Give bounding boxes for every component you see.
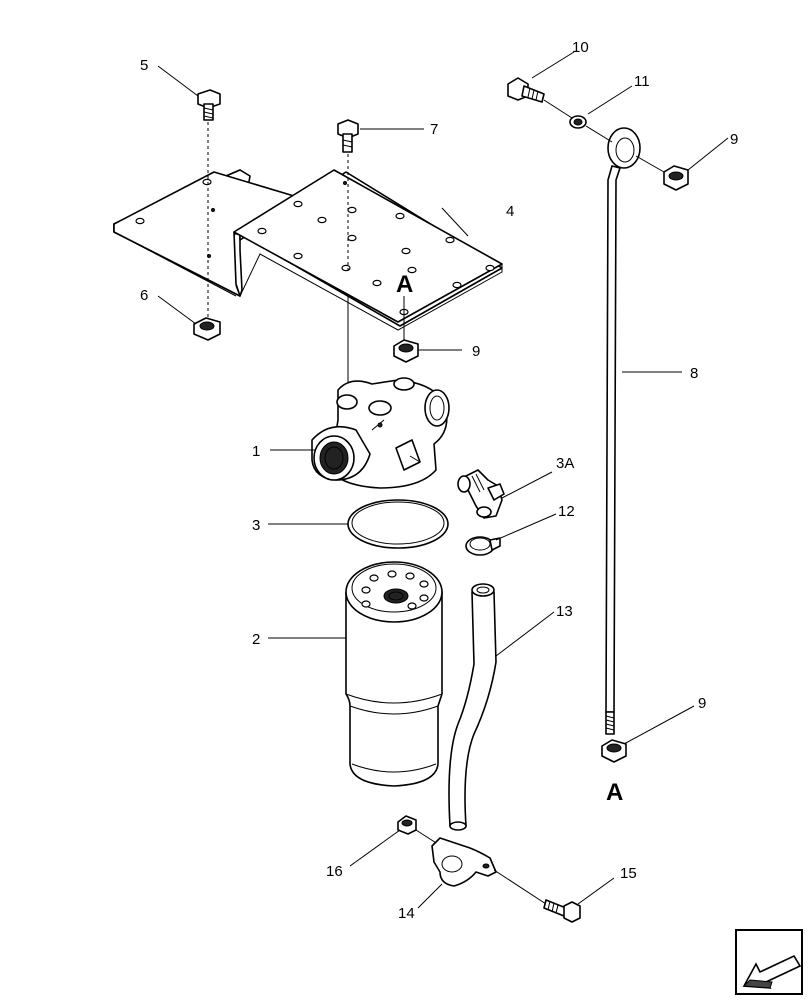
- reference-mark-a-bottom: A: [606, 779, 623, 806]
- leader-lines: [157, 51, 729, 909]
- nut-9-rod: [601, 739, 627, 763]
- washer-11: [569, 115, 587, 129]
- filter-cartridge: [345, 561, 443, 787]
- o-ring-seal: [347, 499, 449, 549]
- nut-6: [193, 317, 221, 341]
- callout-13: 13: [556, 603, 573, 620]
- callout-1: 1: [252, 443, 260, 460]
- navigation-arrow-icon[interactable]: [735, 929, 803, 995]
- bolt-5: [197, 89, 221, 121]
- elbow-fitting: [457, 469, 505, 519]
- fuel-hose: [448, 583, 497, 831]
- nut-9-bracket: [393, 339, 419, 363]
- callout-5: 5: [140, 57, 148, 74]
- callout-9-bracket: 9: [472, 343, 480, 360]
- callout-12: 12: [558, 503, 575, 520]
- callout-8: 8: [690, 365, 698, 382]
- filter-head: [311, 377, 450, 489]
- callout-7: 7: [430, 121, 438, 138]
- bolt-15: [543, 899, 581, 923]
- callout-14: 14: [398, 905, 415, 922]
- callout-4: 4: [506, 203, 514, 220]
- callout-9-rod: 9: [698, 695, 706, 712]
- nut-16: [397, 815, 417, 835]
- mounting-bracket: [113, 169, 503, 331]
- hose-clamp: [465, 536, 501, 556]
- callout-15: 15: [620, 865, 637, 882]
- callout-2: 2: [252, 631, 260, 648]
- callout-labels: 5 7 4 6 9 10 11 9 8 1 3A 3 12 2 13 9 16 …: [140, 39, 738, 922]
- support-rod: [605, 127, 641, 735]
- nut-9-top: [663, 165, 689, 191]
- bolt-7: [337, 119, 359, 153]
- callout-11: 11: [634, 73, 650, 90]
- callout-3: 3: [252, 517, 260, 534]
- reference-mark-a-top: A: [396, 271, 413, 298]
- p-clip: [431, 837, 497, 887]
- callout-9-top: 9: [730, 131, 738, 148]
- callout-16: 16: [326, 863, 343, 880]
- callout-3a: 3A: [556, 455, 574, 472]
- callout-10: 10: [572, 39, 589, 56]
- callout-6: 6: [140, 287, 148, 304]
- bolt-10: [507, 77, 545, 103]
